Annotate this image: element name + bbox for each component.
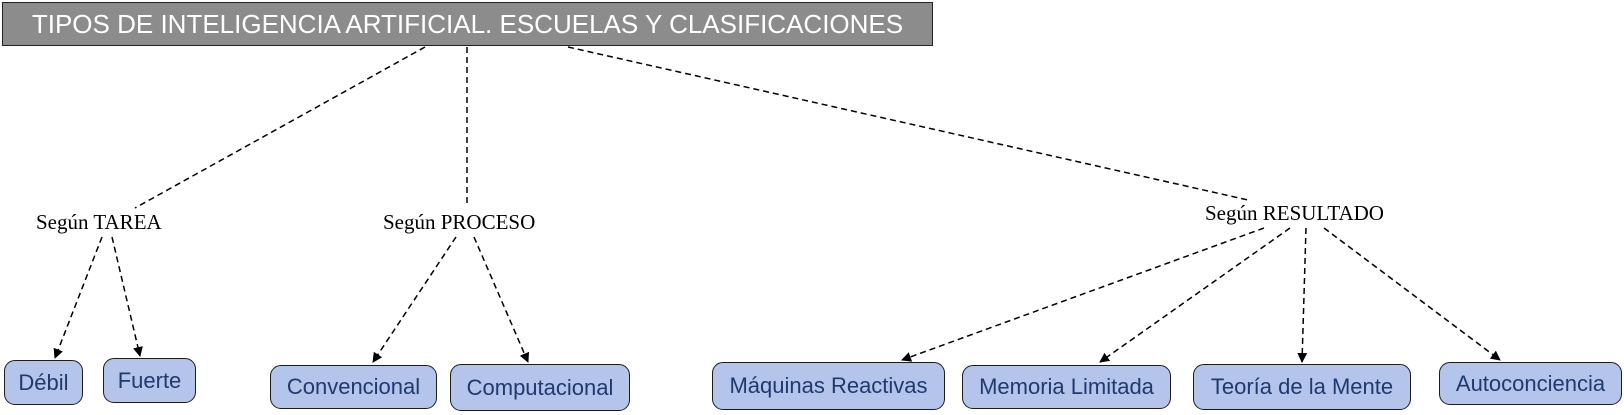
node-debil: Débil: [4, 360, 83, 405]
edge-resultado-maquinas: [901, 227, 1265, 362]
node-autoconciencia: Autoconciencia: [1439, 362, 1622, 405]
node-fuerte: Fuerte: [103, 358, 196, 403]
edge-resultado-teoria: [1297, 227, 1308, 363]
diagram-title: TIPOS DE INTELIGENCIA ARTIFICIAL. ESCUEL…: [2, 2, 933, 46]
node-maquinas-reactivas: Máquinas Reactivas: [712, 362, 945, 410]
edge-resultado-memoria: [1099, 227, 1291, 363]
edge-title-resultado: [567, 46, 1249, 201]
node-teoria-mente: Teoría de la Mente: [1193, 364, 1411, 410]
edge-title-tarea: [134, 46, 426, 209]
edge-tarea-debil: [53, 236, 103, 359]
edge-proceso-computacional: [473, 236, 530, 363]
category-resultado: Según RESULTADO: [1205, 201, 1384, 225]
edge-tarea-fuerte: [111, 236, 143, 357]
node-convencional: Convencional: [270, 365, 437, 409]
category-tarea: Según TAREA: [36, 210, 162, 234]
node-memoria-limitada: Memoria Limitada: [962, 365, 1171, 409]
category-proceso: Según PROCESO: [383, 210, 536, 234]
edge-resultado-autoconciencia: [1323, 227, 1501, 361]
edge-proceso-convencional: [372, 236, 457, 363]
node-computacional: Computacional: [450, 364, 630, 411]
